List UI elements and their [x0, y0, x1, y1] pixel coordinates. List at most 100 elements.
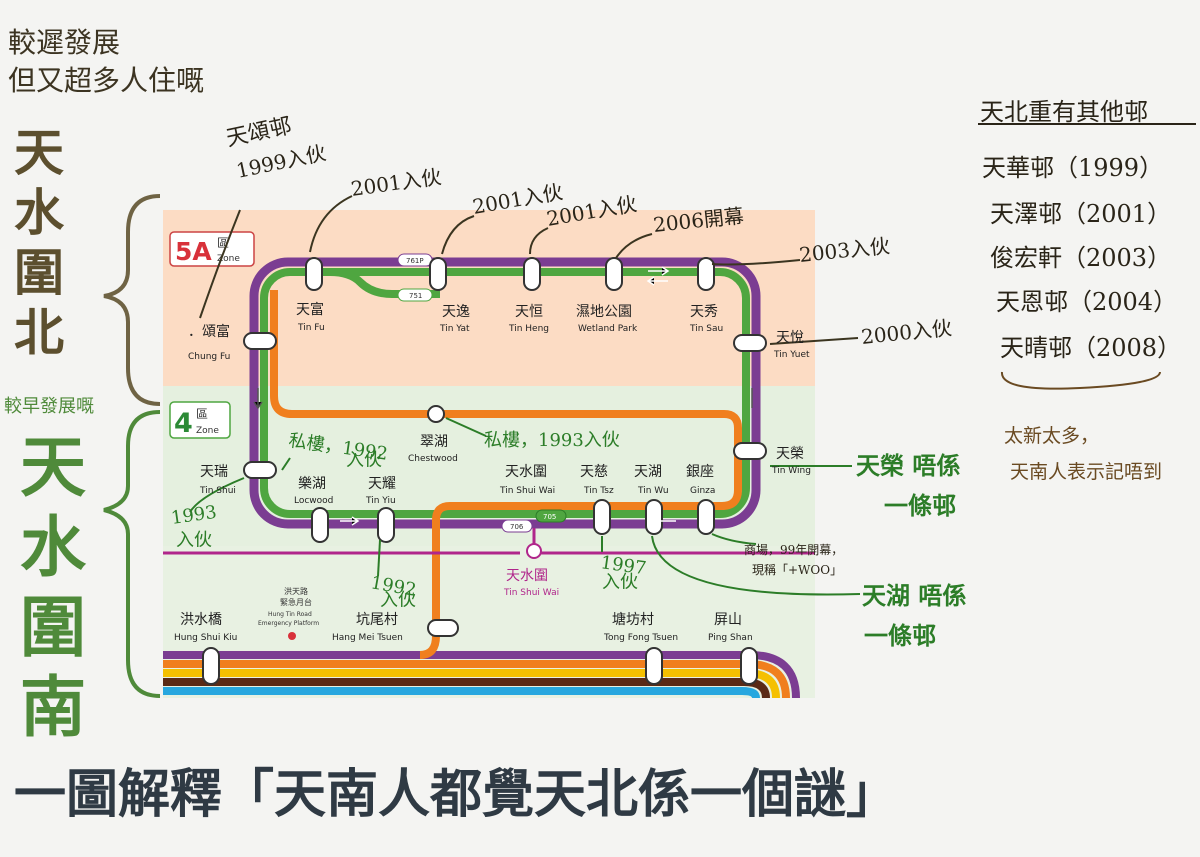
- station-name-zh: 天耀: [368, 476, 396, 492]
- station-name-en: Tin Yiu: [365, 496, 396, 506]
- station-name-en: Hung Shui Kiu: [174, 633, 237, 643]
- station-name-zh: 樂湖: [298, 475, 326, 492]
- station-name-zh: 天瑞: [200, 464, 228, 480]
- pointer-lines-green: [189, 417, 861, 596]
- station-name-en: Wetland Park: [578, 324, 638, 334]
- south-char: 圍: [20, 588, 86, 666]
- station-markers: [202, 257, 767, 685]
- zone-4-word: Zone: [196, 426, 219, 436]
- station-name-zh: 屏山: [714, 612, 742, 628]
- station-name-zh: 天榮: [776, 446, 804, 462]
- header-note-line1: 較遲發展: [8, 26, 120, 59]
- annotation-tin-yuet: 2000入伙: [860, 316, 953, 349]
- north-char: 北: [14, 303, 64, 362]
- station-name-en: Tong Fong Tsuen: [603, 633, 678, 643]
- annotation-tin-tsz-b: 入伙: [602, 572, 638, 593]
- right-list-note1: 太新太多，: [1004, 425, 1099, 447]
- station-name-zh: 天水圍: [505, 464, 547, 480]
- station-name-en: Tin Shui Wai: [503, 588, 559, 598]
- station-name-en: Tin Shui Wai: [499, 486, 555, 496]
- right-list: 天北重有其他邨 天華邨（1999） 天澤邨（2001） 俊宏軒（2003） 天恩…: [980, 98, 1181, 362]
- station-name-zh: 銀座: [686, 464, 714, 480]
- zone-4-badge: 4 區 Zone: [169, 401, 231, 439]
- north-heading: 天 水 圍 北: [14, 123, 65, 362]
- zone-4-number: 4: [174, 408, 193, 439]
- right-list-title: 天北重有其他邨: [980, 98, 1148, 126]
- station-name-zh: 天恒: [515, 304, 543, 320]
- emergency-platform-dot: [288, 632, 296, 640]
- zone-5a-number: 5A: [175, 237, 212, 266]
- route-tag-705: 705: [543, 513, 556, 521]
- station-name-en: Hang Mei Tsuen: [332, 633, 403, 643]
- station-name-en: Tin Tsz: [583, 486, 614, 496]
- annotation-ginza-b: 現稱「+WOO」: [752, 563, 842, 577]
- station-name-zh: 天水圍: [506, 568, 548, 584]
- station-name-en: Tin Heng: [508, 324, 549, 334]
- station-name-en: Chestwood: [408, 454, 458, 464]
- header-note-line2: 但又超多人住嘅: [8, 64, 204, 97]
- annotation-hang-mei-b: 入伙: [380, 590, 416, 611]
- station-name-zh: 天逸: [442, 304, 470, 320]
- south-heading: 天 水 圍 南: [20, 428, 87, 746]
- south-char: 天: [20, 428, 86, 506]
- station-name-zh: 天悅: [776, 330, 804, 346]
- north-char: 圍: [14, 243, 64, 302]
- station-name-zh: 濕地公園: [576, 304, 632, 320]
- station-name-zh: 翠湖: [420, 434, 448, 450]
- zone-5a-word: Zone: [217, 254, 240, 264]
- station-name-en: Locwood: [294, 496, 333, 506]
- annotation-tin-wing-a: 天榮 唔係: [856, 451, 960, 480]
- station-name-zh: 洪水橋: [180, 612, 222, 628]
- annotation-chestwood: 私樓，1993入伙: [484, 430, 620, 451]
- annotation-ginza-a: 商場，99年開幕，: [744, 542, 843, 557]
- emergency-en2: Emergency Platform: [258, 620, 319, 627]
- annotation-tin-wing-b: 一條邨: [884, 491, 956, 520]
- north-char: 水: [14, 183, 65, 242]
- route-tag-706: 706: [510, 523, 524, 531]
- right-list-item: 天晴邨（2008）: [1000, 334, 1181, 362]
- emergency-en1: Hung Tin Road: [268, 611, 312, 618]
- station-name-zh: 天慈: [580, 464, 608, 480]
- station-name-en: Ping Shan: [708, 633, 753, 643]
- emergency-zh2: 緊急月台: [280, 597, 312, 607]
- station-name-en: Tin Wu: [637, 486, 669, 496]
- route-tag-761p: 761P: [406, 257, 424, 265]
- right-list-note: 太新太多， 天南人表示記唔到: [1004, 425, 1162, 483]
- station-name-en: Ginza: [690, 486, 715, 496]
- south-brace: [103, 410, 161, 698]
- north-char: 天: [14, 123, 64, 182]
- annotation-tin-wu-a: 天湖 唔係: [862, 581, 966, 610]
- station-name-en: Tin Yat: [439, 324, 470, 334]
- station-name-en: Tin Wing: [771, 466, 811, 476]
- annotation-tin-shui-b: 入伙: [176, 530, 212, 551]
- right-list-note2: 天南人表示記唔到: [1010, 461, 1162, 483]
- station-name-zh: 天秀: [690, 304, 718, 320]
- station-name-zh: 塘坊村: [612, 612, 654, 628]
- direction-arrows: [253, 266, 753, 526]
- station-name-zh: 天富: [296, 301, 324, 318]
- north-brace: [103, 194, 161, 406]
- right-list-item: 天恩邨（2004）: [996, 288, 1177, 316]
- annotation-locwood-b: 入伙: [346, 450, 382, 471]
- green-line: [260, 268, 750, 518]
- station-name-en: Tin Sau: [689, 324, 723, 334]
- early-note: 較早發展嘅: [4, 396, 94, 417]
- station-name-en: Tin Yuet: [773, 350, 810, 360]
- pointer-lines: [199, 195, 859, 345]
- annotation-tin-wu-b: 一條邨: [864, 621, 936, 650]
- station-name-en: Tin Fu: [297, 323, 325, 333]
- header-note: 較遲發展 但又超多人住嘅: [8, 26, 204, 97]
- station-labels: ．頌富 Chung Fu 天富 Tin Fu 天逸 Tin Yat 天恒 Tin…: [174, 301, 811, 643]
- route-tag-751: 751: [409, 292, 422, 300]
- emergency-platform-label: 洪天路 緊急月台 Hung Tin Road Emergency Platfor…: [258, 586, 319, 627]
- route-tags: 761P 751 706 705: [397, 253, 567, 533]
- right-list-item: 天華邨（1999）: [982, 154, 1163, 182]
- zone-4-qu: 區: [196, 407, 208, 421]
- green-annotations: 私樓，1993入伙 私樓，1992 入伙 1993 入伙 1992 入伙 199…: [170, 430, 967, 650]
- annotation-tin-fu: 2001入伙: [349, 165, 442, 201]
- annotation-tin-chung: 天頌邨: [224, 114, 294, 152]
- list-brace: [1001, 371, 1161, 390]
- right-list-item: 俊宏軒（2003）: [990, 244, 1171, 272]
- south-char: 水: [20, 508, 87, 586]
